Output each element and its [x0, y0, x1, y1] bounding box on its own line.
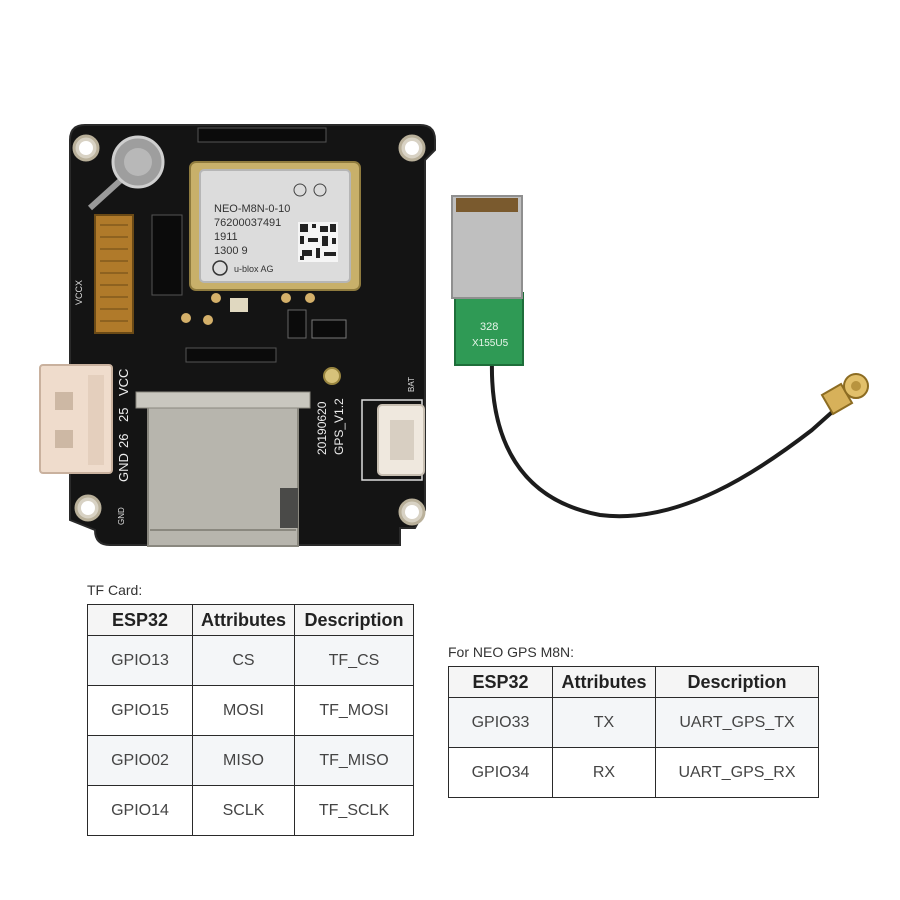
version-line: GPS_V1.2 [332, 398, 346, 455]
tf-card-pin-table: ESP32 Attributes Description GPIO13 CS T… [87, 604, 414, 836]
module-line: 76200037491 [214, 217, 281, 229]
table-row: GPIO15 MOSI TF_MOSI [87, 685, 414, 736]
pin-label: VCC [116, 369, 131, 396]
table-cell: TF_SCLK [294, 785, 414, 836]
table-cell: GPIO02 [87, 735, 193, 786]
gps-board: NEO-M8N-0-10 76200037491 1911 1300 9 u-b… [39, 124, 436, 547]
tf-card-slot [135, 391, 311, 547]
ipex-connector [323, 367, 341, 385]
table-cell: UART_GPS_TX [655, 697, 819, 748]
table-cell: TX [552, 697, 656, 748]
table-cell: GPIO33 [448, 697, 553, 748]
table-cell: UART_GPS_RX [655, 747, 819, 798]
table-cell: RX [552, 747, 656, 798]
battery-connector [361, 399, 425, 481]
product-photo: NEO-M8N-0-10 76200037491 1911 1300 9 u-b… [39, 124, 869, 547]
pin-label: GND [116, 453, 131, 482]
antenna-num: 328 [480, 321, 498, 333]
table-cell: TF_CS [294, 635, 414, 686]
version-line: 20190620 [315, 401, 329, 455]
gps-antenna: 328 X155U5 [451, 195, 869, 519]
table-row: GPIO33 TX UART_GPS_TX [448, 697, 819, 748]
column-header: Attributes [192, 604, 295, 636]
table-header-row: ESP32 Attributes Description [87, 604, 414, 636]
module-line: 1911 [214, 231, 238, 243]
module-line: NEO-M8N-0-10 [214, 203, 290, 215]
antenna-cable [489, 359, 842, 519]
table-cell: TF_MOSI [294, 685, 414, 736]
coin-battery [87, 135, 165, 211]
gps-pin-table: ESP32 Attributes Description GPIO33 TX U… [448, 666, 819, 798]
pin-header-connector [39, 364, 113, 474]
table-cell: CS [192, 635, 295, 686]
table-cell: MOSI [192, 685, 295, 736]
neo-m8n-module: NEO-M8N-0-10 76200037491 1911 1300 9 u-b… [189, 161, 361, 291]
table-row: GPIO14 SCLK TF_SCLK [87, 785, 414, 836]
table-row: GPIO02 MISO TF_MISO [87, 735, 414, 786]
tf-card-caption: TF Card: [87, 582, 143, 598]
ipex-plug [820, 373, 869, 416]
qr-code [300, 224, 336, 260]
table-header-row: ESP32 Attributes Description [448, 666, 819, 698]
antenna-code: X155U5 [472, 338, 509, 349]
module-brand: u-blox AG [234, 264, 274, 274]
table-cell: GPIO13 [87, 635, 193, 686]
table-cell: MISO [192, 735, 295, 786]
column-header: Description [294, 604, 414, 636]
module-line: 1300 9 [214, 245, 248, 257]
vccx-label: VCCX [74, 280, 84, 305]
ublox-logo [212, 260, 228, 276]
table-cell: GPIO15 [87, 685, 193, 736]
table-cell: GPIO14 [87, 785, 193, 836]
table-cell: GPIO34 [448, 747, 553, 798]
bat-label: BAT [407, 377, 416, 392]
column-header: ESP32 [87, 604, 193, 636]
column-header: ESP32 [448, 666, 553, 698]
column-header: Description [655, 666, 819, 698]
pin-label: 25 [116, 408, 131, 422]
table-cell: SCLK [192, 785, 295, 836]
gnd-label: GND [117, 507, 126, 525]
table-cell: TF_MISO [294, 735, 414, 786]
table-row: GPIO34 RX UART_GPS_RX [448, 747, 819, 798]
column-header: Attributes [552, 666, 656, 698]
table-row: GPIO13 CS TF_CS [87, 635, 414, 686]
pin-label: 26 [116, 434, 131, 448]
gps-caption: For NEO GPS M8N: [448, 644, 575, 660]
